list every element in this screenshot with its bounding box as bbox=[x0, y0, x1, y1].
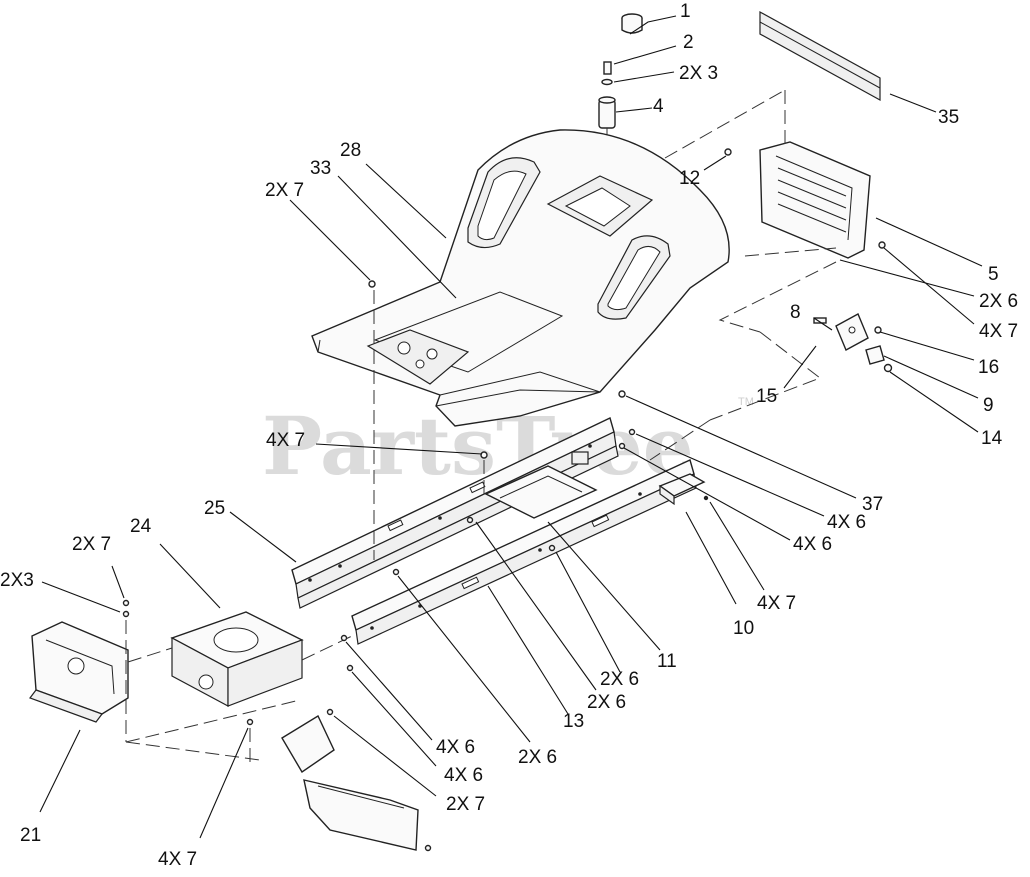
callout-5: 5 bbox=[988, 264, 999, 285]
part-5-grille-shroud bbox=[759, 141, 871, 259]
part-8-bolt bbox=[813, 317, 827, 324]
callout-labels: 1 2 2X 3 4 35 28 33 2X 7 12 5 2X 6 4X 7 … bbox=[0, 1, 1018, 870]
callout-37: 37 bbox=[862, 494, 883, 515]
callout-9: 9 bbox=[983, 395, 994, 416]
callout-2x6-c: 2X 6 bbox=[587, 692, 626, 713]
callout-4x6-c: 4X 6 bbox=[436, 737, 475, 758]
callout-4: 4 bbox=[653, 96, 664, 117]
callout-4x6-d: 4X 6 bbox=[444, 765, 483, 786]
callout-2x6-b: 2X 6 bbox=[600, 669, 639, 690]
part-24-mount-plate bbox=[170, 611, 353, 708]
part-13-right-frame-rail bbox=[351, 459, 697, 645]
callout-14: 14 bbox=[981, 428, 1003, 449]
callout-4x7-lower: 4X 7 bbox=[757, 593, 796, 614]
part-11-cross-member bbox=[484, 451, 598, 519]
part-28-fender bbox=[311, 129, 730, 427]
callout-4x7-bottom: 4X 7 bbox=[158, 849, 197, 870]
callout-33: 33 bbox=[310, 158, 331, 179]
callout-4x6-a: 4X 6 bbox=[827, 512, 866, 533]
callout-2x6-right: 2X 6 bbox=[979, 291, 1018, 312]
part-14-nut bbox=[883, 363, 893, 373]
callout-2x3: 2X 3 bbox=[679, 63, 718, 84]
callout-24: 24 bbox=[130, 516, 152, 537]
callout-2x7-left: 2X 7 bbox=[72, 534, 111, 555]
callout-2x7-top: 2X 7 bbox=[265, 180, 304, 201]
callout-13: 13 bbox=[563, 711, 584, 732]
callout-8: 8 bbox=[790, 302, 801, 323]
part-16-bracket bbox=[835, 313, 869, 351]
callout-1: 1 bbox=[680, 1, 691, 22]
callout-28: 28 bbox=[340, 140, 361, 161]
callout-10: 10 bbox=[733, 618, 754, 639]
leader-lines bbox=[39, 15, 983, 839]
callout-16: 16 bbox=[978, 357, 999, 378]
callout-11: 11 bbox=[657, 651, 677, 672]
callout-2x6-d: 2X 6 bbox=[518, 747, 557, 768]
part-2-3-washer-nut bbox=[601, 61, 613, 86]
callout-4x6-b: 4X 6 bbox=[793, 534, 832, 555]
callout-4x7-right: 4X 7 bbox=[979, 321, 1018, 342]
part-10-bracket bbox=[658, 473, 709, 506]
part-4-spacer bbox=[598, 96, 616, 129]
callout-35: 35 bbox=[938, 107, 959, 128]
callout-15: 15 bbox=[756, 386, 777, 407]
part-1-knob bbox=[621, 13, 643, 34]
callout-25: 25 bbox=[204, 498, 225, 519]
part-bottom-shroud bbox=[281, 714, 432, 852]
callout-12: 12 bbox=[679, 168, 700, 189]
part-9-clip bbox=[865, 345, 885, 365]
part-21-side-panel bbox=[29, 621, 173, 723]
watermark-trademark: TM bbox=[738, 396, 754, 408]
callout-4x7-mid: 4X 7 bbox=[266, 430, 305, 451]
callout-2x7-bottom: 2X 7 bbox=[446, 794, 485, 815]
callout-2: 2 bbox=[683, 32, 694, 53]
callout-2x3-left: 2X3 bbox=[0, 570, 34, 591]
callout-21: 21 bbox=[20, 825, 41, 846]
part-35-rear-bar bbox=[759, 10, 881, 102]
